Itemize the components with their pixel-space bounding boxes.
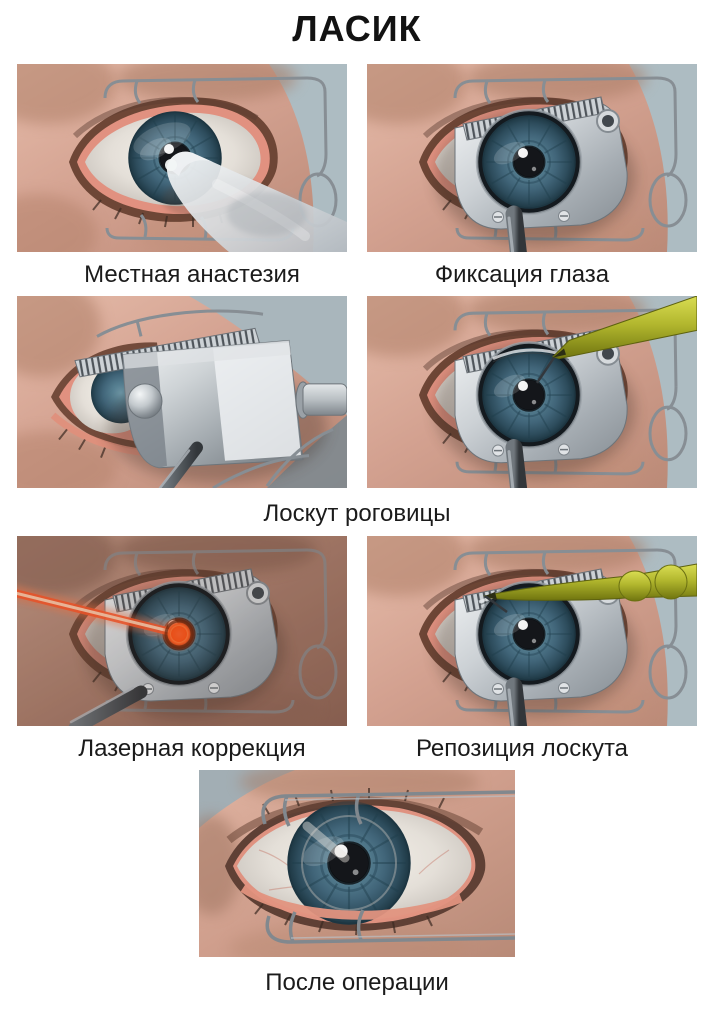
speculum-wire (96, 309, 264, 338)
step-caption: Лоскут роговицы (263, 500, 451, 527)
instrument-handle (509, 214, 519, 252)
illustration-eye-fixation (367, 64, 697, 252)
anesthetic-dropper (162, 151, 347, 252)
gray-backdrop (199, 770, 295, 828)
step-caption: После операции (265, 969, 449, 996)
iris (286, 800, 412, 926)
upper-lid-crease (226, 796, 484, 844)
caption-row-3: Лазерная коррекция Репозиция лоскута (0, 726, 714, 770)
gray-backdrop (629, 64, 697, 252)
illustration-local-anesthesia (17, 64, 347, 252)
laser-beam (17, 585, 197, 652)
gray-backdrop (629, 296, 697, 488)
step-caption: Репозиция лоскута (415, 735, 629, 762)
flap-lifter-tool (535, 296, 697, 384)
instrument-handle (509, 686, 519, 726)
corneal-sheen (302, 821, 350, 863)
iris (481, 347, 577, 443)
illustration-flap-lift (367, 296, 697, 488)
lower-lid-margin (240, 884, 463, 920)
illustration-after-surgery (199, 770, 515, 957)
flap-outline (301, 815, 397, 911)
panel-local-anesthesia (17, 64, 347, 252)
instrument-handle (68, 685, 148, 726)
step-caption: Фиксация глаза (434, 261, 610, 288)
panel-microkeratome (17, 296, 347, 488)
flap-reposition-tool (483, 563, 697, 614)
panel-eye-fixation (367, 64, 697, 252)
gray-backdrop (269, 64, 347, 252)
step-caption: Местная анастезия (84, 261, 300, 288)
caption-row-1: Местная анастезия Фиксация глаза (0, 252, 714, 296)
iris (482, 115, 576, 209)
illustration-flap-reposition (367, 536, 697, 726)
panel-after-surgery (199, 770, 515, 957)
panel-laser-correction (17, 536, 347, 726)
microkeratome-device (74, 327, 347, 483)
illustration-laser-correction (17, 536, 347, 726)
row-3 (0, 536, 714, 726)
speculum-wire (261, 790, 515, 944)
page-title: ЛАСИК (292, 8, 422, 49)
instrument-handle (509, 448, 519, 488)
gray-backdrop (189, 296, 347, 416)
row-1 (0, 64, 714, 252)
panel-flap-lift (367, 296, 697, 488)
row-2 (0, 296, 714, 488)
illustration-microkeratome (17, 296, 347, 488)
pivot-knob (127, 383, 163, 419)
panel-flap-reposition (367, 536, 697, 726)
device-shaft (302, 383, 347, 416)
iris (482, 587, 576, 681)
instrument-handle (158, 441, 203, 488)
speculum-wire (212, 427, 334, 488)
step-caption: Лазерная коррекция (78, 735, 306, 762)
